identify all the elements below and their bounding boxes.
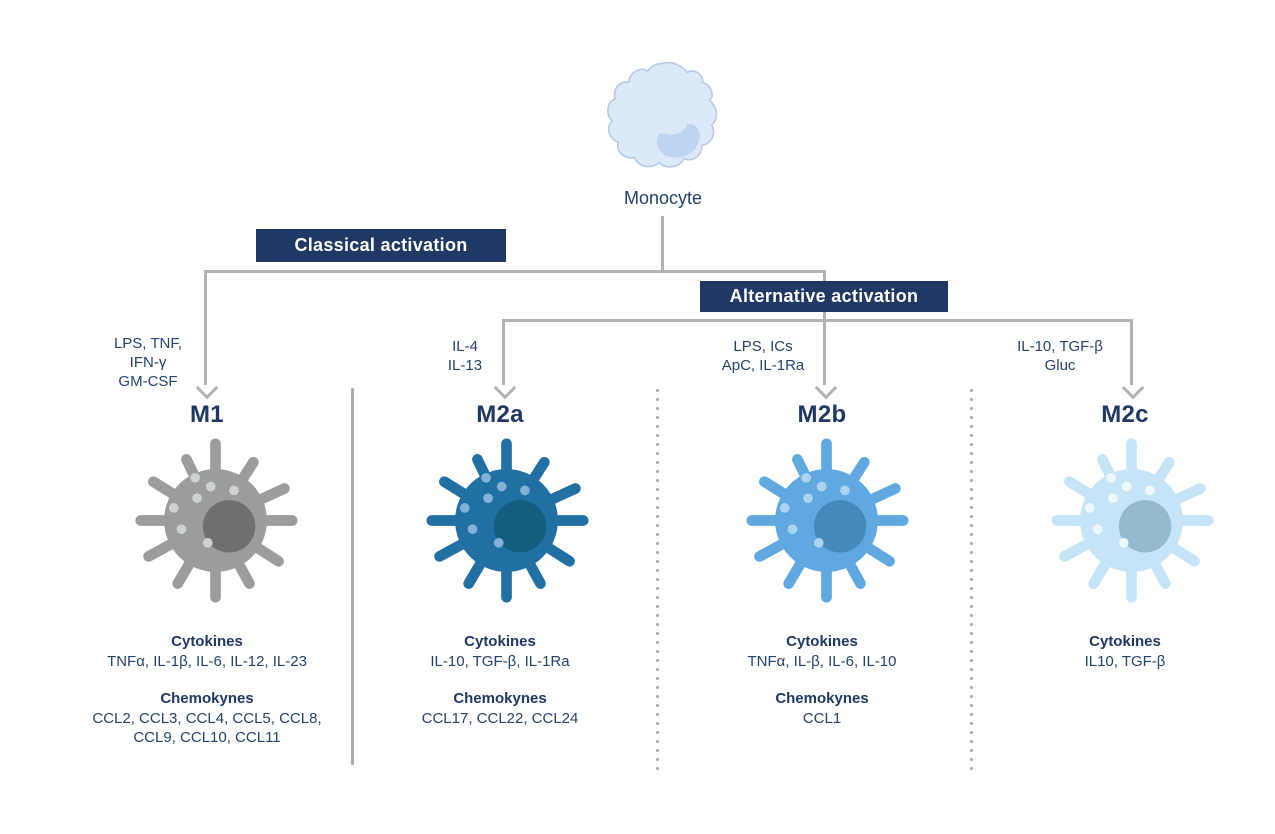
m2a-arrow-shaft <box>502 319 505 385</box>
m2a-name: M2a <box>476 401 524 428</box>
m2a-stimuli: IL-4 IL-13 <box>447 338 483 374</box>
alternative-branch-line <box>502 319 1133 322</box>
m2b-chemokynes-list: CCL1 <box>802 709 842 727</box>
m2a-cytokines-list: IL-10, TGF-β, IL-1Ra <box>430 652 570 670</box>
m2b-name: M2b <box>797 401 847 428</box>
monocyte-cell-icon <box>597 53 729 187</box>
m2b-stimuli: LPS, ICs ApC, IL-1Ra <box>721 338 805 374</box>
m1-cytokines-heading: Cytokines <box>171 633 243 650</box>
m2c-info-block: Cytokines IL10, TGF-β <box>970 632 1275 671</box>
m2c-stimuli: IL-10, TGF-β Gluc <box>1017 338 1103 374</box>
m2b-cytokines-heading: Cytokines <box>786 633 858 650</box>
m2c-cytokines-heading: Cytokines <box>1089 633 1161 650</box>
separator-m1-m2a <box>351 388 354 765</box>
m2c-macrophage-icon <box>1049 438 1214 603</box>
m2b-info-block: Cytokines TNFα, IL-β, IL-6, IL-10 Chemok… <box>667 632 977 728</box>
m2b-macrophage-icon <box>744 438 909 603</box>
m1-arrow-shaft <box>204 270 207 385</box>
m2c-cytokines-list: IL10, TGF-β <box>1084 652 1166 670</box>
m2a-cytokines-heading: Cytokines <box>464 633 536 650</box>
m1-stimuli: LPS, TNF, IFN-γ GM-CSF <box>113 335 183 390</box>
separator-m2b-m2c <box>970 386 973 771</box>
separator-m2a-m2b <box>656 386 659 771</box>
monocyte-stem-line <box>661 216 664 271</box>
m2a-macrophage-icon <box>424 438 589 603</box>
m2b-cytokines-list: TNFα, IL-β, IL-6, IL-10 <box>747 652 897 670</box>
classical-activation-label: Classical activation <box>256 229 506 262</box>
m1-chemokynes-heading: Chemokynes <box>160 690 254 707</box>
monocyte-label: Monocyte <box>623 188 703 208</box>
m2c-arrow-shaft <box>1130 319 1133 385</box>
classical-branch-line <box>204 270 826 273</box>
monocyte-nucleus <box>656 123 700 158</box>
m2c-arrowhead-icon <box>1121 376 1145 400</box>
m2a-chemokynes-heading: Chemokynes <box>453 690 547 707</box>
m2a-info-block: Cytokines IL-10, TGF-β, IL-1Ra Chemokyne… <box>345 632 655 728</box>
m1-name: M1 <box>190 401 224 428</box>
m2b-arrowhead-icon <box>814 376 838 400</box>
m1-cytokines-list: TNFα, IL-1β, IL-6, IL-12, IL-23 <box>107 652 307 670</box>
m1-macrophage-icon <box>133 438 298 603</box>
m2a-chemokynes-list: CCL17, CCL22, CCL24 <box>421 709 579 727</box>
m2b-chemokynes-heading: Chemokynes <box>775 690 869 707</box>
alternative-activation-label: Alternative activation <box>700 281 948 312</box>
m1-chemokynes-list: CCL2, CCL3, CCL4, CCL5, CCL8, CCL9, CCL1… <box>92 709 322 747</box>
m2a-arrowhead-icon <box>493 376 517 400</box>
m2b-arrow-shaft <box>823 270 826 385</box>
m1-info-block: Cytokines TNFα, IL-1β, IL-6, IL-12, IL-2… <box>52 632 362 748</box>
m2c-name: M2c <box>1101 401 1149 428</box>
